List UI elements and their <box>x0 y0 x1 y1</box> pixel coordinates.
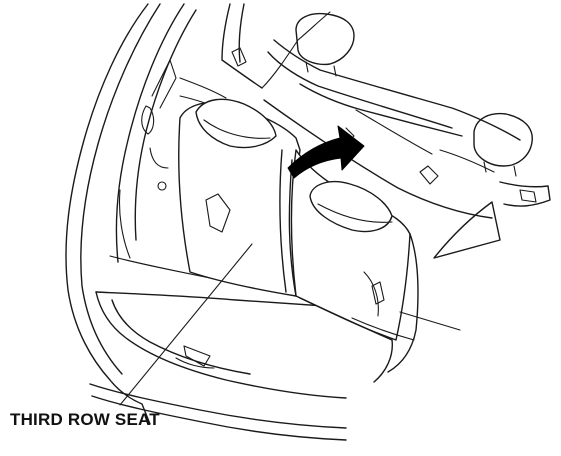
third-row-seat-label: THIRD ROW SEAT <box>10 410 160 429</box>
tailgate-opening-frame <box>65 3 331 425</box>
third-row-seat-drawing <box>178 98 461 383</box>
fold-direction-arrow <box>287 125 365 179</box>
second-row-seat <box>263 12 551 259</box>
callout-leader-line <box>119 243 253 406</box>
